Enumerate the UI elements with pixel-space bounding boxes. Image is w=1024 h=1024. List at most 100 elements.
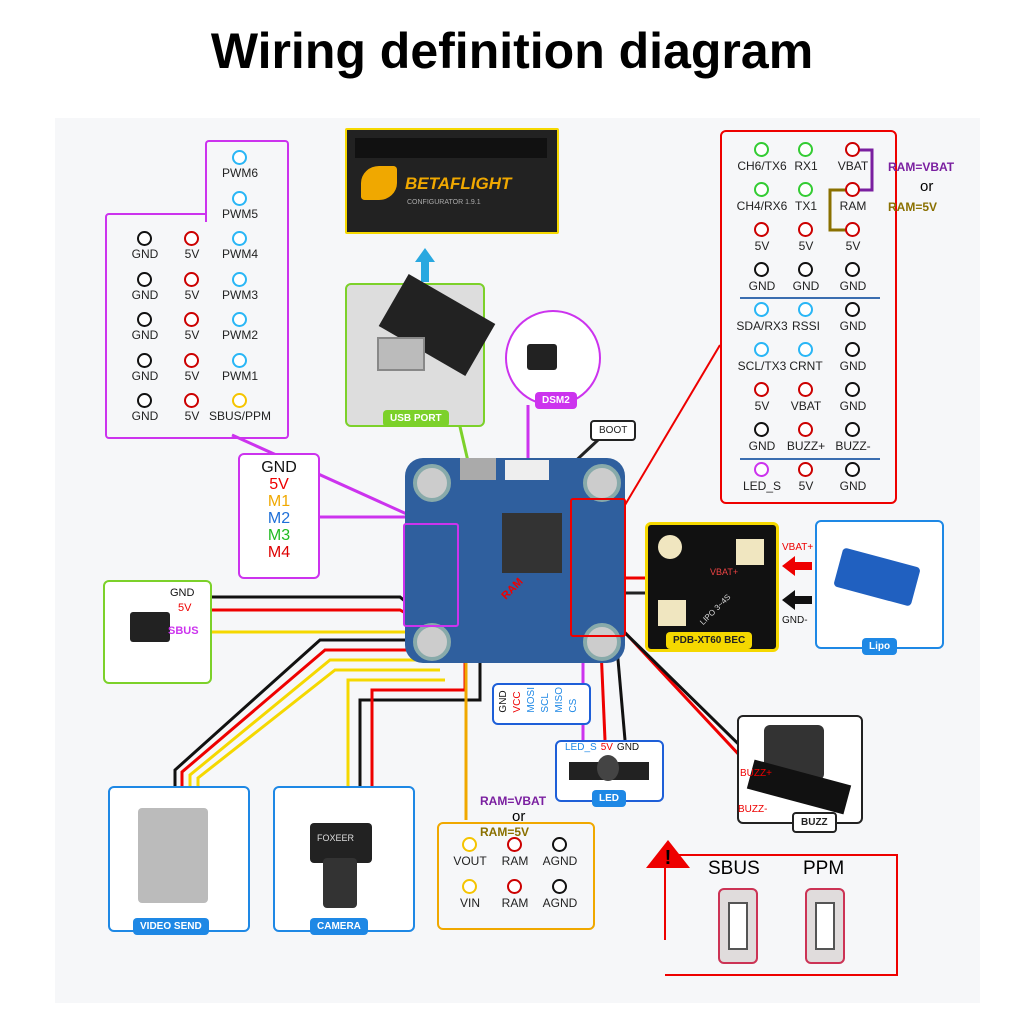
pin-label: GND xyxy=(748,439,776,453)
motor-legend-item: M4 xyxy=(267,544,291,561)
pin-green-icon xyxy=(754,182,769,197)
arrow-up-icon xyxy=(415,248,435,282)
divider xyxy=(740,297,880,299)
pin-label: CRNT xyxy=(789,359,823,373)
pin-label: 5V xyxy=(184,287,200,302)
led-pin-label: 5V xyxy=(600,742,613,753)
pin-red-icon xyxy=(754,382,769,397)
pin-black-icon xyxy=(552,879,567,894)
motor-legend-item: GND xyxy=(261,459,297,476)
betaflight-version: CONFIGURATOR 1.9.1 xyxy=(407,199,481,206)
pin-label: RAM xyxy=(501,896,529,910)
pin-label: CH6/TX6 xyxy=(737,159,787,173)
pin-label: AGND xyxy=(542,854,578,868)
wire-cam-yellow xyxy=(346,678,445,786)
wire-vtx-yellow2 xyxy=(196,668,440,786)
pdb-image: LIPO 3~4S VBAT+ xyxy=(645,522,779,652)
video-transmitter-image xyxy=(108,786,250,932)
ram-vbat-note: RAM=VBAT xyxy=(888,160,955,174)
pin-label: VBAT xyxy=(790,399,822,413)
vtx-ram-5v-note: RAM=5V xyxy=(480,825,530,839)
sbus-receiver-image xyxy=(103,580,212,684)
pin-black-icon xyxy=(798,262,813,277)
betaflight-configurator-image: BETAFLIGHT CONFIGURATOR 1.9.1 xyxy=(345,128,559,234)
pin-label: SBUS/PPM xyxy=(208,409,271,423)
pin-label: VOUT xyxy=(453,854,487,868)
pin-label: RSSI xyxy=(791,319,820,333)
pin-red-icon xyxy=(845,182,860,197)
wire-vtx-yellow xyxy=(188,658,440,786)
usb-port-label: USB PORT xyxy=(383,410,449,427)
usb-connector xyxy=(460,458,496,480)
spi-pin-label: MOSI xyxy=(526,687,537,713)
pin-label: GND xyxy=(839,399,867,413)
motor-legend-item: M3 xyxy=(267,527,291,544)
pin-black-icon xyxy=(137,352,152,368)
pin-label: VIN xyxy=(459,896,480,910)
pin-yellow-icon xyxy=(232,393,247,408)
pin-label: 5V xyxy=(798,239,814,253)
lipo-label: Lipo xyxy=(862,638,898,655)
pdb-silk: LIPO 3~4S xyxy=(698,592,733,627)
pin-black-icon xyxy=(845,302,860,317)
pwm-pads xyxy=(403,523,459,627)
pin-red-icon xyxy=(845,142,860,157)
pdb-label: PDB-XT60 BEC xyxy=(666,632,753,649)
rx-5v-label: 5V xyxy=(178,602,192,614)
pin-red-icon xyxy=(798,382,813,397)
spi-pin-label: GND xyxy=(498,690,509,713)
pin-label: PWM1 xyxy=(222,368,258,383)
pin-black-icon xyxy=(754,262,769,277)
motor-legend-item: M1 xyxy=(267,493,291,510)
rx-sbus-label: SBUS xyxy=(168,625,199,637)
pin-yellow-icon xyxy=(462,837,477,852)
pin-label: BUZZ- xyxy=(835,439,871,453)
pin-green-icon xyxy=(798,142,813,157)
led-label: LED xyxy=(592,790,626,807)
flight-controller-board: RAM xyxy=(403,458,626,663)
vtx-header-box xyxy=(437,822,595,930)
pin-label: CH4/RX6 xyxy=(736,199,788,213)
pin-label: GND xyxy=(839,479,867,493)
pin-label: GND xyxy=(839,279,867,293)
pin-cyan-icon xyxy=(754,342,769,357)
pin-label: PWM2 xyxy=(222,328,258,342)
pin-red-icon xyxy=(798,422,813,437)
pin-black-icon xyxy=(845,342,860,357)
arrow-left-red-icon xyxy=(782,556,812,576)
pin-black-icon xyxy=(137,231,152,246)
pin-black-icon xyxy=(845,462,860,477)
buzz-plus-label: BUZZ+ xyxy=(740,768,772,779)
camera-brand: FOXEER xyxy=(317,833,355,843)
pin-label: 5V xyxy=(184,409,200,423)
camera-label: CAMERA xyxy=(310,918,368,935)
pin-cyan-icon xyxy=(232,231,247,246)
vtx-ram-vbat-note: RAM=VBAT xyxy=(480,794,547,808)
warning-triangle-icon xyxy=(646,840,690,868)
pin-red-icon xyxy=(184,231,199,246)
pin-red-icon xyxy=(507,837,522,852)
ram-label: RAM xyxy=(499,575,526,603)
pin-red-icon xyxy=(845,222,860,237)
buzz-minus-label: BUZZ- xyxy=(738,804,768,815)
pin-cyan-icon xyxy=(232,271,247,287)
pin-green-icon xyxy=(754,142,769,157)
main-header-pads xyxy=(570,498,626,637)
motor-legend-item: M2 xyxy=(267,510,291,527)
ppm-jumper-label: PPM xyxy=(803,858,845,879)
pwm-header-box-top xyxy=(205,140,289,222)
pin-label: 5V xyxy=(754,399,770,413)
pin-label: 5V xyxy=(798,479,814,493)
spi-pin-label: MISO xyxy=(554,687,565,713)
pin-cyan-icon xyxy=(232,150,247,165)
pin-label: BUZZ+ xyxy=(786,439,826,453)
ram-vbat-jumper xyxy=(856,148,874,192)
usb-port-image xyxy=(345,274,496,427)
pin-label: GND xyxy=(748,279,776,293)
spi-pin-label: CS xyxy=(568,698,579,713)
pin-black-icon xyxy=(845,262,860,277)
pin-label: 5V xyxy=(184,328,200,342)
pin-label: PWM5 xyxy=(222,206,258,221)
pin-label: PWM3 xyxy=(222,287,258,302)
